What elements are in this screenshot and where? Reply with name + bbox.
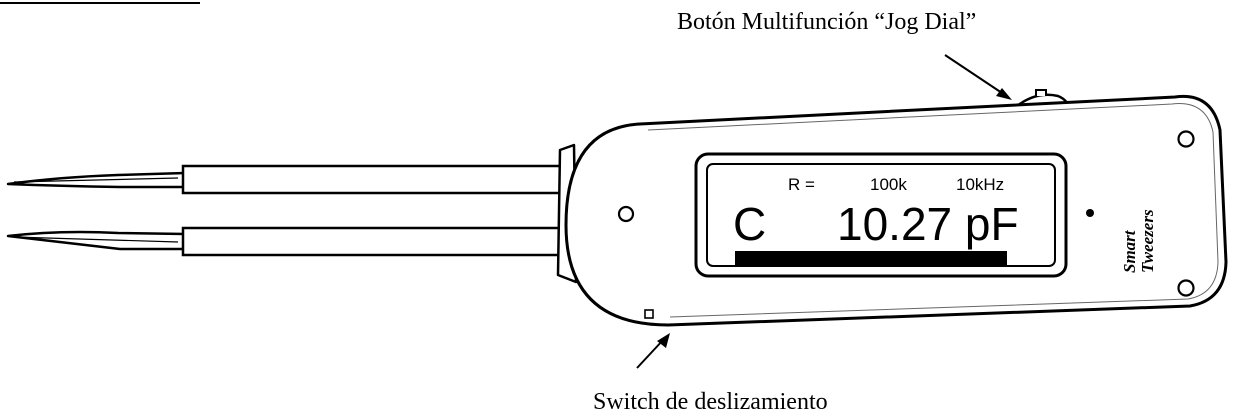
body-screw-bottom-right-icon [1177, 279, 1195, 297]
display-bar-graph [735, 251, 1007, 265]
display-mode: C [733, 198, 766, 250]
brand-logo: Smart Tweezers [1120, 209, 1157, 273]
body-screw-top-right-icon [1177, 130, 1195, 148]
slide-switch-arrow-icon [636, 333, 670, 369]
jog-dial-label: Botón Multifunción “Jog Dial” [677, 9, 976, 35]
brand-line2: Tweezers [1138, 209, 1157, 273]
brand-line1: Smart [1120, 229, 1139, 273]
slide-switch-label: Switch de deslizamiento [593, 389, 828, 415]
display-r-value: 100k [870, 175, 907, 194]
display-reading: 10.27 pF [837, 198, 1019, 250]
display-screen [706, 163, 1056, 267]
display-r-label: R = [788, 175, 815, 194]
upper-tweezer-arm [6, 164, 565, 195]
body-screw-left-icon [617, 205, 635, 223]
slide-switch [644, 309, 654, 319]
indicator-led-icon [1086, 209, 1094, 217]
lower-tweezer-arm [6, 226, 565, 257]
display-frequency: 10kHz [956, 175, 1004, 194]
jog-dial-arrow-icon [944, 54, 1012, 100]
